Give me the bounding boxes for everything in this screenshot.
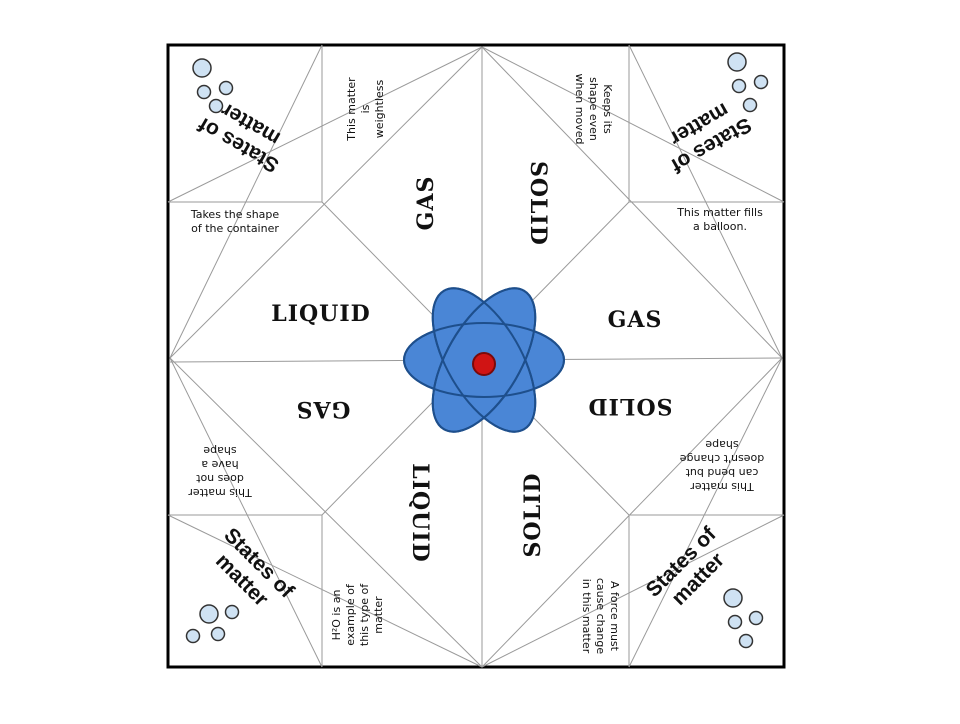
- atom-icon: [403, 287, 565, 433]
- bubbles-icon-top-right: [727, 52, 769, 113]
- flap-word-right-top[interactable]: GAS: [607, 307, 663, 333]
- flap-word-bottom-left[interactable]: LIQUID: [407, 463, 433, 563]
- clue-weightless: This matter is weightless: [345, 77, 386, 141]
- clue-keeps-shape: Keeps its shape even when moved: [573, 73, 614, 145]
- clue-bend: This matter can bend but doesn't change …: [679, 438, 765, 493]
- bubbles-icon-bottom-left: [185, 604, 240, 644]
- bubbles-icon-bottom-right: [723, 588, 764, 649]
- bubbles-icon-top-left: [192, 58, 234, 114]
- flap-word-top-right[interactable]: SOLID: [525, 161, 551, 246]
- flap-word-left-bottom[interactable]: GAS: [295, 396, 351, 422]
- flap-word-top-left[interactable]: GAS: [413, 175, 439, 231]
- flap-word-left-top[interactable]: LIQUID: [271, 301, 371, 327]
- clue-fills-balloon: This matter fills a balloon.: [677, 206, 763, 233]
- flap-word-right-bottom[interactable]: SOLID: [587, 393, 673, 419]
- nucleus: [472, 352, 496, 376]
- clue-no-shape: This matter does not have a shape: [188, 444, 252, 499]
- flap-word-bottom-right[interactable]: SOLID: [520, 472, 546, 558]
- clue-container: Takes the shape of the container: [190, 208, 280, 235]
- clue-h2o: H²O is an example of this type of matter: [330, 583, 385, 647]
- clue-force: A force must cause change in this matter: [580, 577, 621, 655]
